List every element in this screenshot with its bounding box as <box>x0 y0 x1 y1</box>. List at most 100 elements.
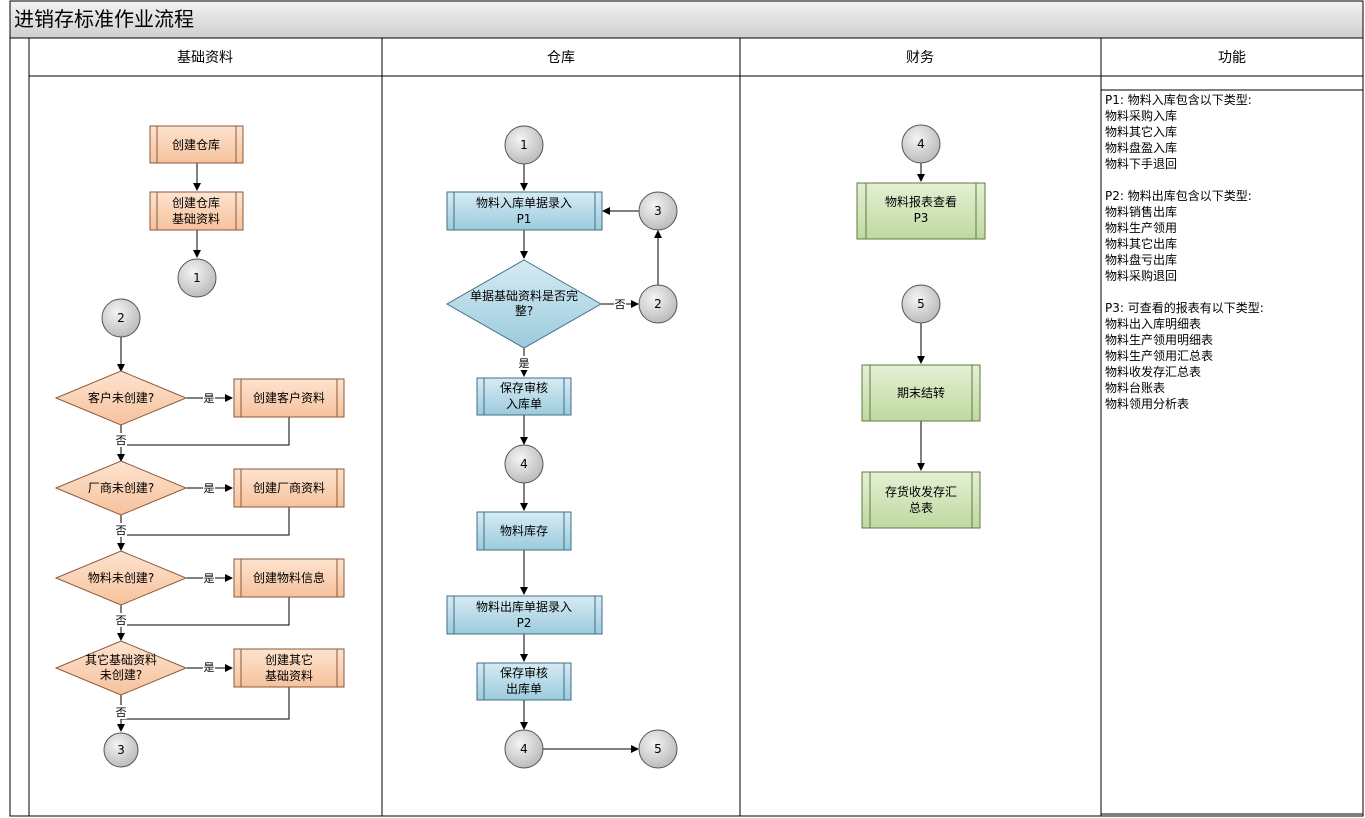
note-line: 物料销售出库 <box>1105 204 1177 219</box>
decision-other-created: 其它基础资料 未创建? <box>54 640 188 696</box>
process-label-line-2: 基础资料 <box>172 212 220 226</box>
process-label-line-2: 基础资料 <box>265 669 313 683</box>
note-line: 物料生产领用 <box>1105 221 1177 235</box>
note-line: 物料其它入库 <box>1105 124 1177 139</box>
process-material-stock: 物料库存 <box>476 511 572 551</box>
process-label: 创建物料信息 <box>253 570 325 585</box>
note-line: 物料采购退回 <box>1105 268 1177 283</box>
process-label: 创建仓库 <box>172 137 220 152</box>
decision-customer-created: 客户未创建? <box>54 370 188 426</box>
decision-label: 厂商未创建? <box>88 480 154 495</box>
connector-label: 3 <box>117 743 125 757</box>
note-line: 物料出入库明细表 <box>1105 316 1201 331</box>
process-create-warehouse: 创建仓库 <box>149 125 244 164</box>
lane-header-function: 功能 <box>1218 50 1246 66</box>
process-label-line-1: 物料报表查看 <box>885 194 957 209</box>
process-inbound-entry: 物料入库单据录入 P1 <box>446 191 603 231</box>
connector-label: 5 <box>654 742 662 756</box>
process-save-inbound: 保存审核 入库单 <box>476 377 572 416</box>
connector-label: 3 <box>654 204 662 218</box>
no-label: 否 <box>116 434 127 447</box>
decision-label: 客户未创建? <box>88 390 154 405</box>
connector-1: 1 <box>504 125 544 165</box>
yes-label: 是 <box>519 357 530 370</box>
connector-label: 4 <box>520 742 528 756</box>
process-report-view: 物料报表查看 P3 <box>856 182 986 240</box>
lane-header-warehouse: 仓库 <box>547 50 575 66</box>
process-label-line-2: P2 <box>517 616 532 630</box>
yes-label: 是 <box>204 572 215 585</box>
connector-2: 2 <box>101 298 141 338</box>
process-label: 创建客户资料 <box>253 390 325 405</box>
note-line: P2: 物料出库包含以下类型: <box>1105 188 1252 203</box>
process-label-line-1: 存货收发存汇 <box>885 484 957 499</box>
no-label: 否 <box>615 298 626 311</box>
process-label-line-1: 创建仓库 <box>172 195 220 210</box>
process-label-line-2: 总表 <box>909 501 933 515</box>
process-label-line-1: 保存审核 <box>500 665 548 680</box>
connector-3: 3 <box>103 732 139 768</box>
process-inventory-summary: 存货收发存汇 总表 <box>861 471 981 529</box>
process-label-line-1: 保存审核 <box>500 380 548 395</box>
process-label-line-2: 入库单 <box>506 396 542 411</box>
note-line: 物料其它出库 <box>1105 236 1177 251</box>
connector-5: 5 <box>901 284 941 324</box>
connector-1: 1 <box>177 258 217 298</box>
connector-label: 1 <box>193 271 201 285</box>
decision-label-line-2: 整? <box>515 303 533 318</box>
decision-label-line-2: 未创建? <box>100 668 142 682</box>
process-label: 创建厂商资料 <box>253 480 325 495</box>
process-create-vendor: 创建厂商资料 <box>233 468 345 508</box>
process-create-warehouse-base: 创建仓库 基础资料 <box>149 191 244 231</box>
no-label: 否 <box>116 706 127 719</box>
no-label: 否 <box>116 524 127 537</box>
process-save-outbound: 保存审核 出库单 <box>476 662 572 701</box>
note-line: 物料盘亏出库 <box>1105 252 1177 267</box>
connector-label: 4 <box>520 457 528 471</box>
page-title: 进销存标准作业流程 <box>14 7 194 31</box>
decision-data-complete: 单据基础资料是否完 整? <box>445 259 603 349</box>
connector-label: 5 <box>917 297 925 311</box>
yes-label: 是 <box>204 392 215 405</box>
decision-vendor-created: 厂商未创建? <box>54 460 188 516</box>
yes-label: 是 <box>204 661 215 674</box>
connector-label: 2 <box>654 297 662 311</box>
note-line: 物料领用分析表 <box>1105 397 1189 411</box>
process-label-line-2: 出库单 <box>506 681 542 696</box>
process-period-close: 期末结转 <box>861 364 981 422</box>
no-label: 否 <box>116 614 127 627</box>
note-line: 物料收发存汇总表 <box>1105 364 1201 379</box>
process-create-other: 创建其它 基础资料 <box>233 648 345 688</box>
note-line: 物料生产领用明细表 <box>1105 333 1213 347</box>
connector-label: 1 <box>520 138 528 152</box>
yes-label: 是 <box>204 482 215 495</box>
connector-4: 4 <box>504 444 544 484</box>
connector-label: 2 <box>117 311 125 325</box>
process-label: 期末结转 <box>897 385 945 400</box>
connector-5: 5 <box>638 729 678 769</box>
process-label: 物料库存 <box>500 523 548 538</box>
process-label-line-1: 物料入库单据录入 <box>476 195 572 210</box>
lane-base-data: 创建仓库 创建仓库 基础资料 1 2 客户未创建? 创建客户资料 <box>54 125 345 768</box>
lane-header-finance: 财务 <box>906 50 934 66</box>
decision-label-line-1: 单据基础资料是否完 <box>470 288 578 303</box>
note-line: 物料采购入库 <box>1105 108 1177 123</box>
lane-warehouse: 1 物料入库单据录入 P1 3 单据基础资料是否完 整? 2 否 是 <box>445 125 678 769</box>
note-line: P1: 物料入库包含以下类型: <box>1105 92 1252 107</box>
process-label-line-1: 创建其它 <box>265 652 313 667</box>
note-line: 物料盘盈入库 <box>1105 140 1177 155</box>
process-create-customer: 创建客户资料 <box>233 378 345 418</box>
decision-label-line-1: 其它基础资料 <box>85 652 157 667</box>
decision-label: 物料未创建? <box>88 571 154 585</box>
lane-header-base-data: 基础资料 <box>177 49 233 66</box>
connector-4: 4 <box>504 729 544 769</box>
process-create-material: 创建物料信息 <box>233 558 345 598</box>
lane-finance: 4 物料报表查看 P3 5 期末结转 存货收发存汇 总表 <box>856 124 986 529</box>
function-notes: P1: 物料入库包含以下类型: 物料采购入库 物料其它入库 物料盘盈入库 物料下… <box>1105 92 1264 411</box>
connector-label: 4 <box>917 137 925 151</box>
decision-material-created: 物料未创建? <box>54 550 188 606</box>
process-label-line-2: P3 <box>914 211 929 225</box>
note-line: P3: 可查看的报表有以下类型: <box>1105 300 1264 315</box>
note-line: 物料台账表 <box>1105 380 1165 395</box>
